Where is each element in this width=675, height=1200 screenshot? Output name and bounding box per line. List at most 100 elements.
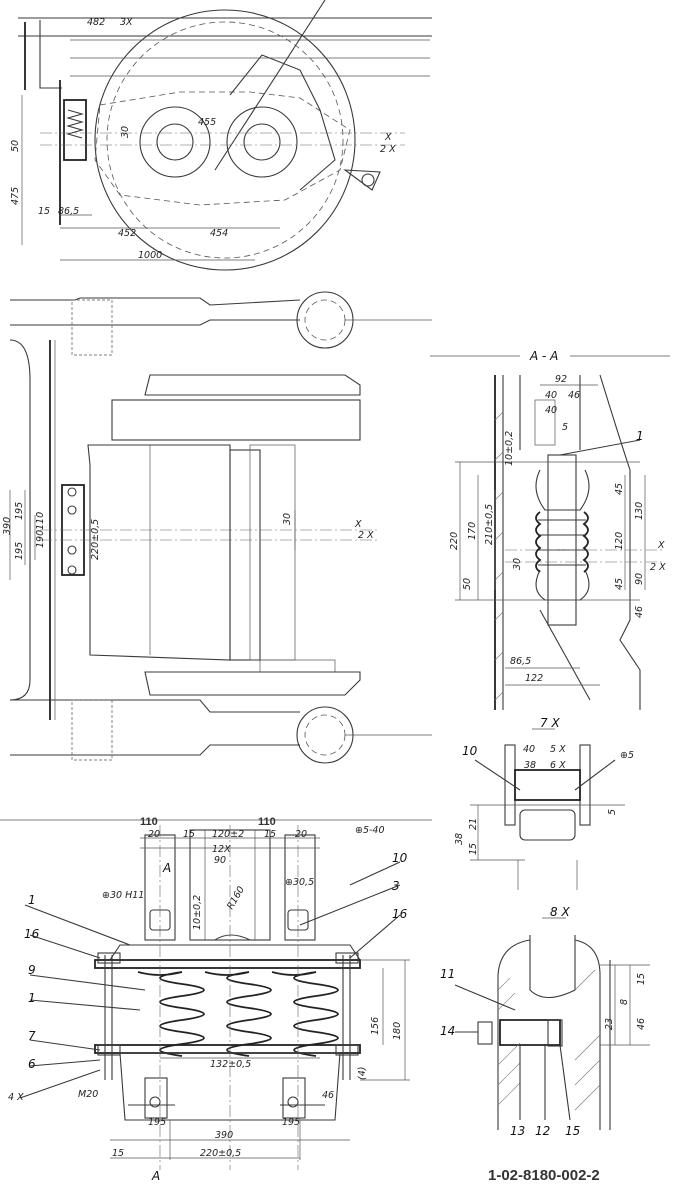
dim-30: 30 — [120, 126, 131, 138]
detail-8x: 8 X 11 14 15 8 23 46 13 12 15 — [440, 905, 650, 1138]
bv-dim-90: 90 — [214, 855, 226, 866]
bv-callout-1a: 1 — [28, 893, 36, 907]
dim-86-5: 86,5 — [58, 206, 79, 217]
aa-axis-x: X — [657, 540, 665, 551]
d8-dim-15: 15 — [636, 973, 647, 985]
axis-2x-mid: 2 X — [358, 530, 374, 541]
dim-454: 454 — [210, 228, 228, 239]
aa-dim-90: 90 — [634, 573, 645, 585]
aa-dim-86-5: 86,5 — [510, 656, 531, 667]
d7-dim-diam5: ⊕5 — [620, 750, 634, 761]
bv-dim-220: 220±0,5 — [200, 1148, 241, 1159]
bv-dim-20a: 20 — [148, 829, 160, 840]
bv-dim-diam30: ⊕30 H11 — [102, 890, 144, 901]
aa-callout-1: 1 — [636, 429, 644, 443]
aa-dim-50: 50 — [462, 578, 473, 590]
bv-callout-10: 10 — [392, 851, 408, 865]
aa-dim-30: 30 — [512, 558, 523, 570]
bv-dim-390: 390 — [215, 1130, 233, 1141]
bv-callout-1b: 1 — [28, 991, 36, 1005]
aa-dim-40: 40 — [545, 390, 557, 401]
d7-dim-15: 15 — [468, 843, 479, 855]
d8-callout-13: 13 — [510, 1124, 525, 1138]
bv-dim-195a: 195 — [148, 1117, 166, 1128]
dim-195-mid-b: 195 — [14, 542, 25, 560]
bv-dim-132: 132±0,5 — [210, 1059, 251, 1070]
bv-callout-16a: 16 — [24, 927, 40, 941]
bv-callout-9: 9 — [28, 963, 36, 977]
aa-dim-46: 46 — [568, 390, 580, 401]
bv-section-a-top: A — [162, 861, 171, 875]
aa-dim-220: 220 — [449, 532, 460, 550]
bv-dim-diam30-5: ⊕30,5 — [285, 877, 314, 888]
detail-7x: 7 X 10 40 5 X 38 6 X ⊕5 38 21 15 5 — [454, 716, 634, 890]
bv-dim-10: 10±0,2 — [192, 895, 203, 930]
dim-190-mid: 190 — [35, 530, 46, 548]
dim-3x: 3X — [120, 17, 133, 28]
dim-475: 475 — [10, 187, 21, 205]
bv-dim-20b: 20 — [295, 829, 307, 840]
top-view: 482 3X 455 30 50 475 15 86,5 452 454 100… — [10, 0, 432, 271]
bottom-view: 110 110 20 15 120±2 15 20 ⊕5-40 12X 90 A… — [0, 816, 432, 1183]
dim-452: 452 — [118, 228, 136, 239]
dim-15: 15 — [38, 206, 50, 217]
bv-callout-3: 3 — [392, 879, 400, 893]
dim-1000: 1000 — [138, 250, 162, 261]
dim-110-mid: 110 — [35, 512, 46, 530]
dim-455: 455 — [198, 117, 216, 128]
d8-dim-8: 8 — [619, 999, 630, 1005]
aa-dim-170: 170 — [467, 522, 478, 540]
d7-callout-10: 10 — [462, 744, 478, 758]
bv-dim-r160: R160 — [225, 885, 247, 912]
aa-dim-210: 210±0,5 — [484, 504, 495, 545]
d7-dim-38: 38 — [524, 760, 536, 771]
bv-dim-m20: M20 — [78, 1089, 98, 1100]
d8-dim-46: 46 — [636, 1018, 647, 1030]
aa-dim-92: 92 — [555, 374, 567, 385]
bv-callout-7: 7 — [28, 1029, 36, 1043]
bv-dim-4x: 4 X — [8, 1092, 24, 1103]
section-aa: A - A 92 40 46 — [430, 349, 670, 710]
aa-dim-45b: 45 — [614, 578, 625, 590]
d7-dim-5: 5 — [607, 809, 618, 815]
bv-dim-156: 156 — [370, 1017, 381, 1035]
aa-axis-2x: 2 X — [650, 562, 666, 573]
drawing-number: 1-02-8180-002-2 — [488, 1167, 600, 1184]
bv-dim-46: 46 — [322, 1090, 334, 1101]
dim-482: 482 — [87, 17, 105, 28]
aa-dim-130: 130 — [634, 502, 645, 520]
axis-x-mid: X — [354, 519, 362, 530]
aa-dim-45a: 45 — [614, 483, 625, 495]
bv-dim-195b: 195 — [282, 1117, 300, 1128]
bv-callout-6: 6 — [28, 1057, 36, 1071]
d8-dim-23: 23 — [604, 1018, 615, 1030]
d8-callout-11: 11 — [440, 967, 455, 981]
section-aa-title: A - A — [529, 349, 558, 363]
bv-dim-15a: 15 — [183, 829, 195, 840]
d7-dim-21: 21 — [468, 818, 479, 830]
bv-section-a-bottom: A — [151, 1169, 160, 1183]
aa-dim-10: 10±0,2 — [504, 431, 515, 466]
middle-view: 390 195 195 110 190 220±0,5 30 X 2 X — [2, 291, 432, 764]
d8-callout-12: 12 — [535, 1124, 550, 1138]
aa-dim-120: 120 — [614, 532, 625, 550]
d7-dim-5x: 5 X — [550, 744, 566, 755]
dim-50: 50 — [10, 140, 21, 152]
bv-dim-15b: 15 — [264, 829, 276, 840]
axis-x: X — [384, 132, 392, 143]
bv-dim-110b: 110 — [258, 816, 276, 828]
detail-8x-title: 8 X — [550, 905, 570, 919]
d7-dim-40: 40 — [523, 744, 535, 755]
detail-7x-title: 7 X — [540, 716, 560, 730]
d7-dim-38b: 38 — [454, 833, 465, 845]
bv-dim-110a: 110 — [140, 816, 158, 828]
bv-dim-180: 180 — [392, 1022, 403, 1040]
dim-220-mid: 220±0,5 — [90, 519, 101, 560]
bv-dim-diam-5-40: ⊕5-40 — [355, 825, 385, 836]
bv-dim-120: 120±2 — [212, 829, 244, 840]
aa-dim-122: 122 — [525, 673, 543, 684]
aa-dim-40b: 40 — [545, 405, 557, 416]
dim-30-mid: 30 — [282, 513, 293, 525]
aa-dim-46: 46 — [634, 606, 645, 618]
